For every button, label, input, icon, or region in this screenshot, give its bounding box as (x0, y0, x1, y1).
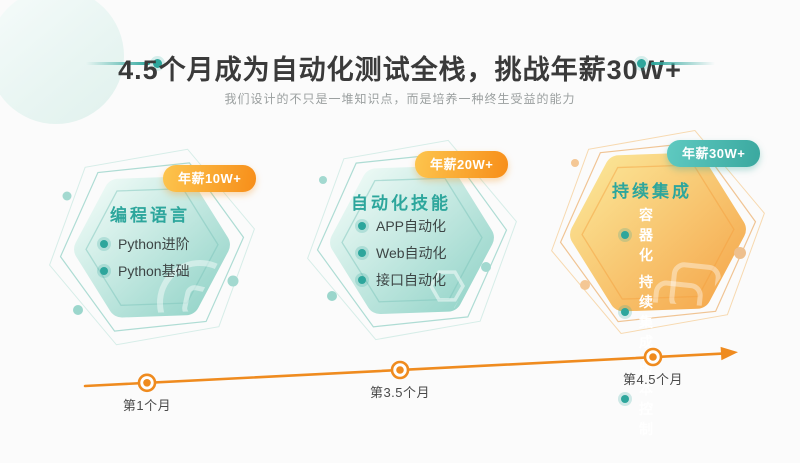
course-item: APP自动化 (358, 216, 447, 236)
course-item-label: 持续集成 (639, 274, 654, 350)
hexagon-graphic (49, 148, 255, 346)
milestone-marker (390, 360, 410, 380)
milestone-label: 第4.5个月 (622, 372, 684, 387)
bullet-icon (358, 222, 366, 230)
salary-badge: 年薪10W+ (163, 165, 257, 192)
title-deco-dot-left (153, 59, 162, 68)
vertex-dot (734, 247, 746, 259)
timeline-graphic (83, 346, 738, 393)
course-item: Python进阶 (100, 234, 190, 254)
course-item: 接口自动化 (358, 270, 447, 290)
course-item-label: Python进阶 (118, 236, 190, 252)
title-deco-line-left (86, 62, 150, 65)
bullet-icon (100, 240, 108, 248)
bullet-icon (358, 276, 366, 284)
course-item: 版本控制 (621, 359, 654, 439)
vertex-dot (73, 305, 83, 315)
vertex-dot (319, 176, 327, 184)
card-title: 编程语言 (110, 206, 190, 225)
vertex-dot (227, 275, 239, 287)
hexagon-outline-outer (307, 139, 517, 341)
salary-badge: 年薪20W+ (415, 151, 509, 178)
course-item: 持续集成 (621, 272, 654, 352)
card-title: 持续集成 (612, 182, 692, 201)
bullet-icon (358, 249, 366, 257)
hexagon-outline-outer (49, 148, 255, 346)
hexagon-graphic (307, 139, 517, 341)
bullet-icon (621, 308, 629, 316)
course-card-programming (40, 138, 290, 368)
bullet-icon (621, 231, 629, 239)
milestone-marker (137, 373, 157, 393)
course-item-label: APP自动化 (376, 218, 447, 234)
hexagon-outline-outer (551, 130, 765, 334)
course-item-label: 容器化 (639, 207, 654, 263)
vertex-dot (327, 291, 337, 301)
course-list: Python进阶 Python基础 (100, 234, 190, 288)
timeline-arrow-icon (720, 346, 738, 361)
bullet-icon (621, 395, 629, 403)
vertex-dot (62, 191, 72, 201)
hexagon-fill (330, 165, 494, 315)
course-item: 容器化 (621, 205, 654, 265)
vertex-dot (580, 280, 590, 290)
course-item-label: 版本控制 (639, 361, 654, 437)
course-item: Web自动化 (358, 243, 447, 263)
course-list: APP自动化 Web自动化 接口自动化 (358, 216, 447, 297)
course-item-label: Python基础 (118, 263, 190, 279)
title-deco-dot-right (637, 59, 646, 68)
card-title: 自动化技能 (351, 194, 451, 213)
vertex-dot (481, 262, 491, 272)
course-card-automation (295, 128, 545, 363)
milestone-marker (643, 347, 663, 367)
page-title: 4.5个月成为自动化测试全栈，挑战年薪30W+ (118, 55, 682, 85)
milestone-label: 第3.5个月 (369, 385, 431, 400)
hexagon-outline (59, 162, 245, 332)
bullet-icon (100, 267, 108, 275)
page-subtitle: 我们设计的不只是一堆知识点，而是培养一种终生受益的能力 (224, 92, 576, 106)
course-item-label: 接口自动化 (376, 272, 446, 288)
vertex-dot (571, 159, 579, 167)
course-list: 容器化 持续集成 版本控制 (621, 205, 654, 446)
milestone-label: 第1个月 (122, 398, 172, 413)
salary-badge: 年薪30W+ (667, 140, 761, 167)
course-item: Python基础 (100, 261, 190, 281)
course-item-label: Web自动化 (376, 245, 447, 261)
title-deco-line-right (651, 62, 715, 65)
